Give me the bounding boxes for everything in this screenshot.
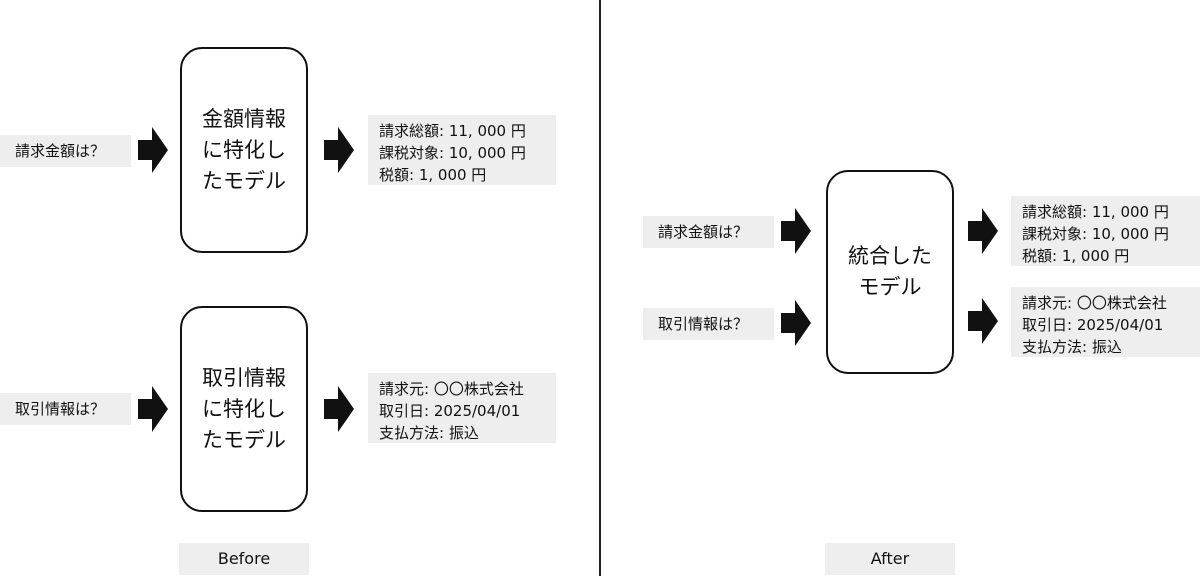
model-line: に特化し — [202, 396, 286, 421]
before-output-amount: 請求総額: 11, 000 円 課税対象: 10, 000 円 税額: 1, 0… — [368, 115, 556, 185]
arrow-right-icon — [324, 386, 354, 432]
output-line: 取引日: 2025/04/01 — [1022, 316, 1164, 334]
arrow-right-icon — [781, 208, 811, 254]
arrow-right-icon — [968, 298, 998, 344]
output-line: 請求総額: 11, 000 円 — [1022, 203, 1169, 221]
model-line: 金額情報 — [202, 106, 286, 131]
after-output-amount: 請求総額: 11, 000 円 課税対象: 10, 000 円 税額: 1, 0… — [1011, 196, 1200, 266]
model-line: 取引情報 — [202, 365, 286, 390]
before-output-transaction: 請求元: 〇〇株式会社 取引日: 2025/04/01 支払方法: 振込 — [368, 373, 556, 443]
arrow-right-icon — [781, 300, 811, 346]
output-line: 課税対象: 10, 000 円 — [1022, 225, 1169, 243]
after-model-unified: 統合した モデル — [826, 170, 954, 374]
output-line: 税額: 1, 000 円 — [379, 166, 487, 184]
after-label: After — [825, 543, 955, 575]
model-line: モデル — [858, 275, 922, 299]
after-output-transaction: 請求元: 〇〇株式会社 取引日: 2025/04/01 支払方法: 振込 — [1011, 287, 1200, 357]
before-query-amount: 請求金額は？ — [0, 135, 131, 167]
arrow-right-icon — [138, 386, 168, 432]
before-query-transaction: 取引情報は？ — [0, 393, 131, 425]
output-line: 支払方法: 振込 — [1022, 338, 1122, 356]
output-line: 支払方法: 振込 — [379, 424, 479, 442]
after-query-transaction: 取引情報は？ — [643, 308, 774, 340]
output-line: 税額: 1, 000 円 — [1022, 247, 1130, 265]
output-line: 課税対象: 10, 000 円 — [379, 144, 526, 162]
output-line: 取引日: 2025/04/01 — [379, 402, 521, 420]
before-model-transaction: 取引情報 に特化し たモデル — [180, 306, 308, 512]
output-line: 請求総額: 11, 000 円 — [379, 122, 526, 140]
output-line: 請求元: 〇〇株式会社 — [1022, 294, 1167, 312]
model-line: たモデル — [202, 168, 286, 193]
section-divider — [599, 0, 601, 576]
before-label: Before — [179, 543, 309, 575]
model-line: たモデル — [202, 427, 286, 452]
after-query-amount: 請求金額は？ — [643, 216, 774, 248]
model-line: に特化し — [202, 137, 286, 162]
before-model-amount: 金額情報 に特化し たモデル — [180, 47, 308, 253]
model-line: 統合した — [848, 244, 932, 268]
output-line: 請求元: 〇〇株式会社 — [379, 380, 524, 398]
arrow-right-icon — [968, 208, 998, 254]
arrow-right-icon — [324, 127, 354, 173]
arrow-right-icon — [138, 127, 168, 173]
